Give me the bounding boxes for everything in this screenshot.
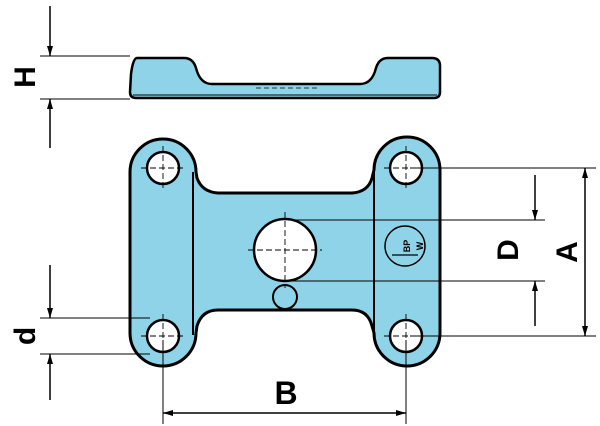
dimension-label-B: B — [274, 375, 297, 411]
dimension-label-H: H — [9, 66, 42, 88]
dimension-D: D — [288, 175, 545, 326]
top-view: BP W — [128, 135, 442, 368]
dimension-A: A — [410, 167, 596, 337]
logo-bottom-text: W — [415, 241, 425, 250]
dimension-label-d: d — [9, 327, 42, 345]
dimension-H: H — [9, 6, 130, 148]
dimension-B: B — [162, 340, 407, 424]
dimension-label-A: A — [551, 241, 584, 263]
side-view — [128, 56, 442, 100]
dimension-d: d — [9, 265, 150, 400]
dimension-label-D: D — [492, 239, 525, 261]
manufacturer-logo: BP W — [384, 225, 426, 267]
side-view-plate — [128, 56, 442, 100]
logo-top-text: BP — [402, 240, 412, 253]
small-hole — [272, 284, 298, 310]
